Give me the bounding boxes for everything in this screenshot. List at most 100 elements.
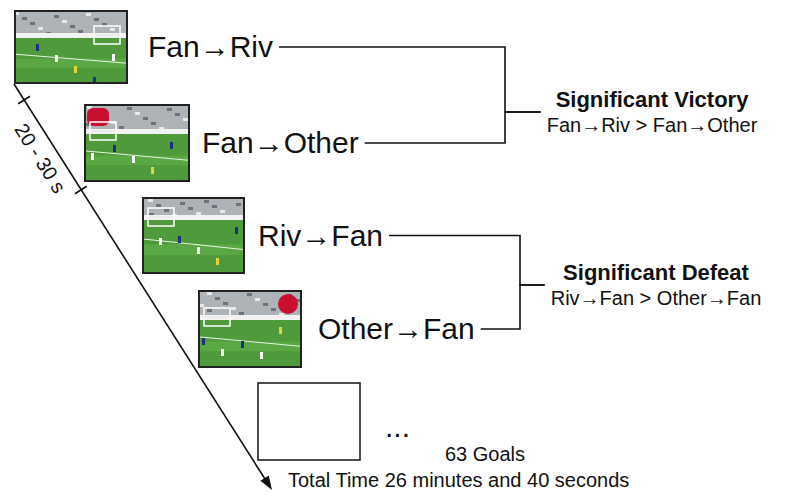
crowd [223, 302, 228, 305]
bracket-connector [279, 47, 541, 112]
player [159, 238, 162, 245]
goal-net [148, 217, 174, 218]
thumb-border [85, 105, 189, 181]
pitch [14, 38, 128, 84]
trial-item: Fan→Other [84, 104, 359, 182]
crowd [86, 13, 91, 16]
interval-tick [18, 96, 30, 103]
crowd [135, 112, 140, 115]
crowd [204, 200, 209, 203]
crowd [164, 209, 169, 212]
player [197, 247, 200, 254]
goal-net [204, 317, 230, 318]
trial-item: Fan→Riv [14, 10, 273, 84]
crowd [156, 204, 161, 207]
pitch-stripe [142, 244, 245, 255]
thumb-border [199, 291, 301, 367]
result-title: Significant Defeat [563, 259, 749, 287]
player [178, 236, 181, 243]
pitch [198, 320, 302, 368]
thumb-border [143, 198, 244, 273]
stands [198, 290, 302, 320]
crowd [70, 25, 75, 28]
crowd [231, 307, 236, 310]
pitch-stripe [198, 342, 302, 352]
crowd [188, 207, 193, 210]
player [235, 227, 238, 234]
goal-frame [90, 122, 116, 140]
trial-label: Fan→Other [202, 124, 359, 162]
trial-label: Other→Fan [318, 310, 475, 348]
crowd [207, 292, 212, 295]
pitch [84, 134, 190, 182]
crowd [148, 199, 153, 202]
goal-thumbnail [14, 10, 128, 84]
bracket-connector [389, 236, 545, 286]
player [170, 142, 173, 149]
crowd [212, 205, 217, 208]
crowd [62, 20, 67, 23]
crowd [78, 30, 83, 33]
crowd [207, 309, 212, 312]
trial-label: Riv→Fan [258, 217, 383, 255]
goal-frame [204, 308, 230, 326]
player [55, 55, 58, 62]
player [132, 156, 135, 163]
crowd [236, 203, 241, 206]
player [202, 338, 205, 345]
empty-frame [258, 383, 360, 460]
crowd [180, 202, 185, 205]
ad-logo [278, 294, 298, 314]
goal-net [90, 131, 116, 132]
pitch-stripe [84, 156, 190, 166]
trial-item: Riv→Fan [142, 197, 383, 274]
stands [84, 104, 190, 134]
count-label: 63 Goals [445, 443, 525, 466]
crowd [263, 303, 268, 306]
crowd [22, 17, 27, 20]
crowd [220, 210, 225, 213]
trial-item: Other→Fan [198, 290, 475, 368]
stands [14, 10, 128, 38]
crowd [239, 312, 244, 315]
ad-board [14, 33, 128, 38]
result-label: Significant VictoryFan→Riv > Fan→Other [547, 86, 758, 139]
ad-board [198, 315, 302, 320]
crowd [94, 18, 99, 21]
player [279, 327, 282, 334]
pitch-line [142, 239, 245, 250]
crowd [119, 126, 124, 129]
pitch-line [84, 151, 190, 161]
crowd [215, 297, 220, 300]
player [112, 54, 115, 61]
crowd [167, 108, 172, 111]
goal-thumbnail [84, 104, 190, 182]
pitch-stripe [14, 59, 128, 68]
goal-thumbnail [198, 290, 302, 368]
crowd [271, 308, 276, 311]
player [36, 44, 39, 51]
player [221, 349, 224, 356]
duration-label: Total Time 26 minutes and 40 seconds [288, 469, 629, 492]
ellipsis-label: ... [385, 410, 410, 445]
thumb-border [15, 11, 127, 83]
bracket-connector [481, 285, 545, 329]
player [260, 352, 263, 359]
goal-frame [148, 208, 174, 226]
interval-tick [75, 186, 87, 193]
trial-label: Fan→Riv [148, 28, 273, 66]
result-comparison: Fan→Riv > Fan→Other [547, 113, 758, 138]
crowd [143, 117, 148, 120]
player [151, 167, 154, 174]
result-comparison: Riv→Fan > Other→Fan [551, 286, 762, 311]
crowd [30, 22, 35, 25]
time-arrowhead [260, 475, 272, 490]
crowd [54, 15, 59, 18]
result-title: Significant Victory [556, 86, 749, 114]
crowd [196, 212, 201, 215]
player [216, 258, 219, 265]
player [241, 341, 244, 348]
crowd [38, 27, 43, 30]
ad-board [84, 129, 190, 134]
player [74, 66, 77, 73]
